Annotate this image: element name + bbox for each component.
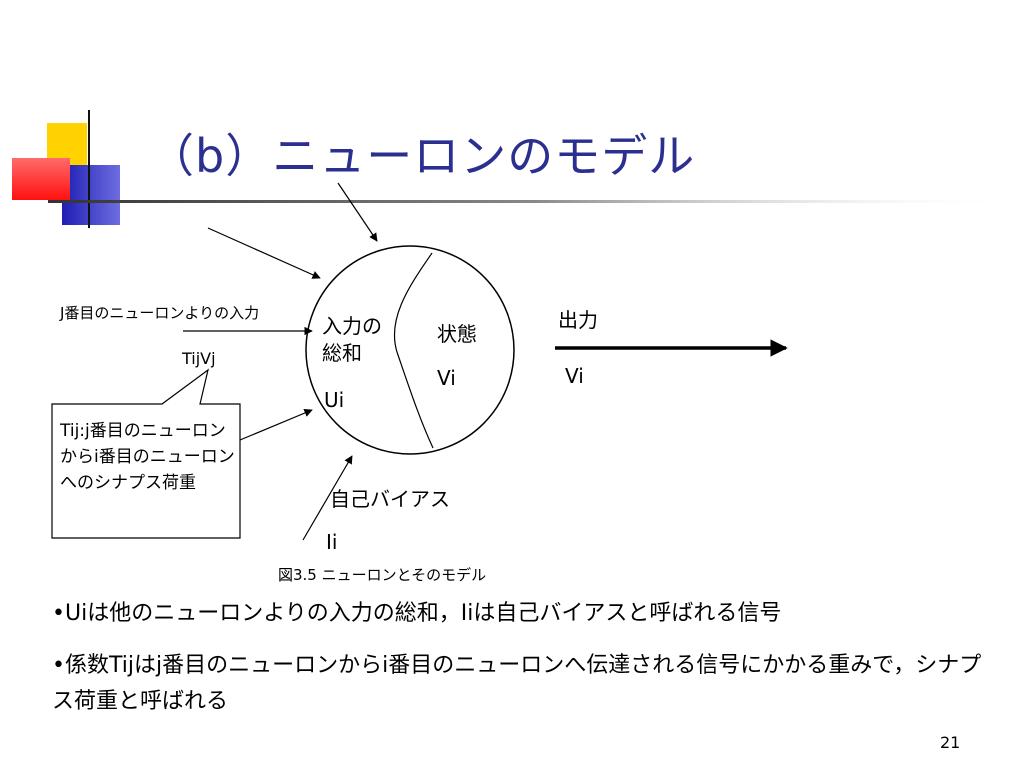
state-label: 状態 — [437, 322, 477, 346]
neuron-circle — [305, 245, 515, 455]
sum-var: Ui — [324, 388, 345, 412]
callout-text: Tij:j番目のニューロンからi番目のニューロンへのシナプス荷重 — [60, 421, 235, 493]
callout-box — [51, 368, 241, 539]
weight-label: TijVj — [182, 349, 216, 368]
bullet-1: •Uiは他のニューロンよりの入力の総和，Iiは自己バイアスと呼ばれる信号 — [52, 601, 782, 626]
bullet-2: •係数Tijはj番目のニューロンからi番目のニューロンへ伝達される信号にかかる重… — [52, 653, 982, 714]
decoration-graphic — [12, 110, 1018, 228]
red-square — [12, 158, 70, 200]
page-number: 21 — [940, 733, 961, 752]
bias-var: Ii — [326, 530, 338, 554]
neuron-divider — [393, 252, 434, 449]
blue-square — [62, 165, 120, 225]
input-arrow-top — [337, 182, 378, 242]
bias-label: 自己バイアス — [330, 487, 450, 511]
horizontal-rule — [48, 200, 1018, 203]
input-label: J番目のニューロンよりの入力 — [60, 304, 260, 322]
figure-caption: 図3.5 ニューロンとそのモデル — [278, 566, 487, 584]
input-arrow-lower — [239, 409, 313, 441]
output-label: 出力 — [558, 308, 598, 332]
output-var: Vi — [565, 364, 584, 388]
state-var: Vi — [437, 366, 456, 390]
slide-title: （b）ニューロンのモデル — [148, 129, 696, 183]
sum-label: 入力の 総和 — [322, 314, 382, 365]
input-arrow-upper — [207, 227, 321, 279]
bias-arrow — [302, 455, 353, 541]
